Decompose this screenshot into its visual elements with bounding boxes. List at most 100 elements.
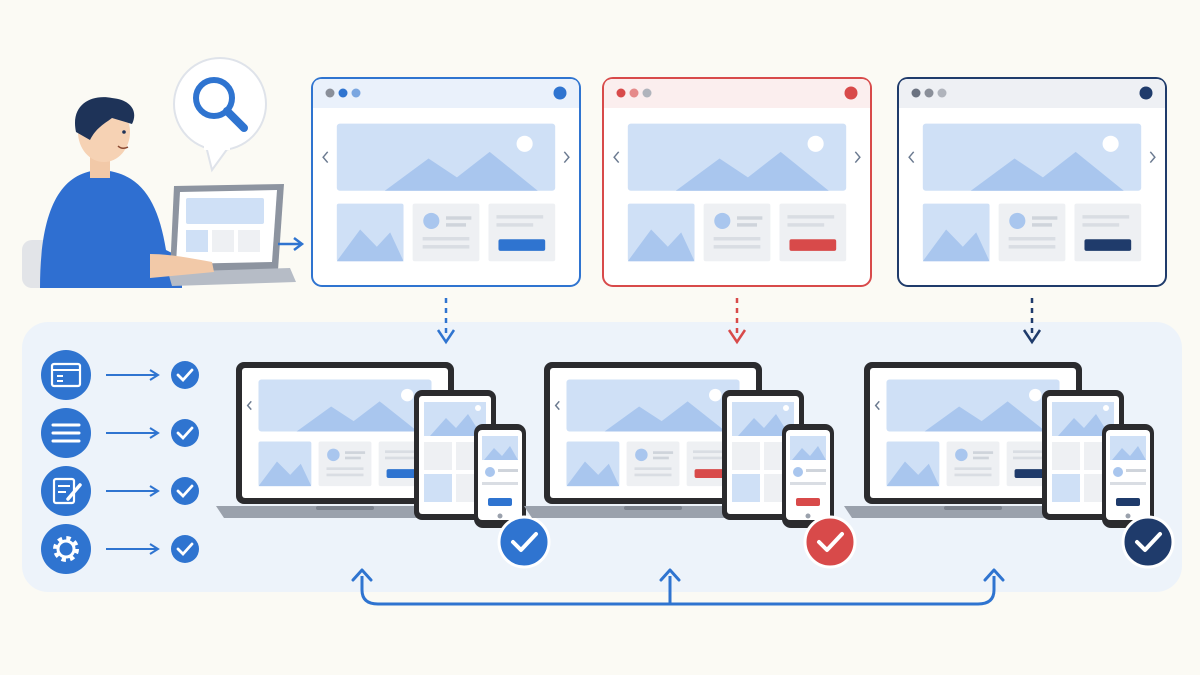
sun-icon [401,388,414,402]
form-glyph-lines [58,485,70,493]
mountain-icon [296,401,418,432]
check-mark [1135,532,1162,552]
chevron-left-icon [322,151,329,164]
down-arrow-head [436,329,456,345]
tablet-card [732,474,760,502]
person-icon [40,170,182,288]
browser-titlebar [313,79,579,108]
text-line [787,223,825,227]
eye [122,130,126,134]
page-mockup [613,123,861,262]
profile-card [626,441,680,487]
down-arrow-head [1022,329,1042,345]
cta-card [779,203,847,262]
text-line [1012,456,1043,460]
check-badge-icon [497,515,551,569]
avatar-icon [714,212,731,229]
sun-icon [475,405,481,411]
profile-dot-icon [844,86,858,100]
mountain-icon [970,151,1124,191]
browser-glyph [50,362,82,388]
right-arrow-head [293,237,305,251]
chevron-left-icon [613,151,620,164]
profile-card [318,441,372,487]
gear-ring [56,539,76,559]
text-line [634,473,672,477]
mountain-icon [258,461,312,487]
text-line [422,245,470,249]
browser-window-red [602,77,872,287]
text-line [446,216,472,220]
sun-icon [516,135,533,152]
laptop-card [186,230,208,252]
home-button [1125,513,1131,519]
right-arrow-head [149,543,160,555]
right-arrow-head [149,427,160,439]
check-mark [176,542,194,557]
checklist-row [41,408,199,458]
mountain-icon [1058,414,1110,436]
window-dot-icon [338,88,348,98]
sun-icon [1029,388,1042,402]
hands [150,254,214,278]
cta-button [498,239,546,251]
text-line [384,450,423,454]
avatar-icon [955,448,968,462]
text-line [345,451,366,454]
text-line [1082,223,1120,227]
page-mockup [874,379,1072,487]
text-line [1126,469,1146,472]
avatar-icon [327,448,340,462]
chevron-left-icon [908,151,915,164]
checklist-row [41,350,199,400]
check-mark [176,368,194,383]
text-line [446,223,467,227]
check-mark [817,532,844,552]
text-line [496,215,544,219]
window-dot-icon [351,88,361,98]
avatar-icon [1009,212,1026,229]
text-line [973,451,994,454]
avatar-icon [485,467,495,477]
cta-button [1116,498,1140,506]
up-arrow-head [659,568,681,582]
mountain-icon [336,229,404,262]
mountain-icon [484,446,518,460]
mountain-icon [738,414,790,436]
text-line [737,223,758,227]
window-dot-icon [924,88,934,98]
mountain-icon [430,414,482,436]
search-icon [193,77,235,119]
text-line [737,216,763,220]
avatar-icon [793,467,803,477]
check-badge-icon [1121,515,1175,569]
device-group-navy [844,362,1175,569]
device-group-red [524,362,857,569]
window-dot-icon [911,88,921,98]
chevron-left-icon [874,400,880,411]
mountain-icon [922,229,990,262]
mountain-icon [792,446,826,460]
text-line [345,456,361,460]
sun-icon [709,388,722,402]
window-dot-icon [629,88,639,98]
pencil-glyph [66,483,82,501]
smile [117,145,129,150]
cta-button [789,239,837,251]
home-button [497,513,503,519]
laptop-hero [186,198,264,224]
text-line [790,482,826,485]
device-group-blue [216,362,551,569]
page-mockup [908,123,1156,262]
text-line [1032,223,1053,227]
text-line [1008,245,1056,249]
text-line [692,450,731,454]
tablet-card [732,442,760,470]
profile-card [998,203,1066,262]
avatar-icon [635,448,648,462]
tablet-card [1052,442,1080,470]
check-icon [171,535,199,563]
page-mockup [322,123,570,262]
